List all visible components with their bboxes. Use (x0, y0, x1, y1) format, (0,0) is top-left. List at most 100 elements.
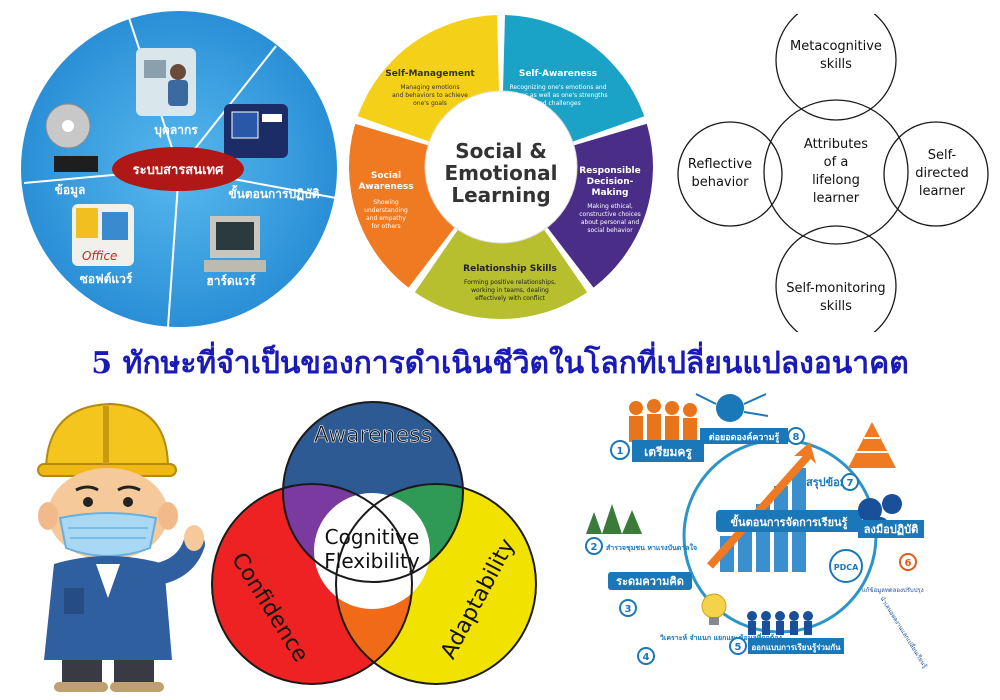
venn-center-line-2: Flexibility (324, 549, 420, 573)
svg-text:and behaviors to achieve: and behaviors to achieve (392, 92, 468, 99)
svg-text:constructive choices: constructive choices (579, 211, 641, 218)
venn-center-line-1: Cognitive (325, 525, 420, 549)
sel-center-line-2: Emotional (445, 161, 558, 185)
step-8-extend-knowledge: ต่อยอดองค์ความรู้ 8 (695, 393, 805, 445)
office-box-label: Office (82, 249, 117, 263)
segment-label-software: ซอฟต์แวร์ (80, 272, 133, 286)
lifelong-right-line-3: learner (919, 184, 966, 199)
step-1-prepare-teachers: 1 เตรียมครู (610, 399, 704, 462)
lifelong-bottom-line-1: Self-monitoring (786, 281, 885, 296)
svg-text:8: 8 (793, 432, 800, 443)
svg-text:one's goals: one's goals (413, 100, 447, 107)
svg-text:effectively with conflict: effectively with conflict (475, 295, 545, 302)
lifelong-left-line-2: behavior (691, 175, 749, 190)
lifelong-right-line-2: directed (915, 166, 968, 181)
lightbulb-icon (701, 593, 727, 619)
svg-text:Showing: Showing (373, 199, 399, 206)
sel-segment-responsible-decision-making (547, 123, 653, 288)
info-system-diagram: Office ระบบสารสนเทศ บุคลากร ขั้นตอนการปฏ… (21, 11, 337, 328)
svg-text:Responsible: Responsible (579, 166, 641, 176)
svg-text:ลงมือปฏิบัติ: ลงมือปฏิบัติ (864, 523, 918, 536)
side-note-1: แก้ข้อมูลทดลองปรับปรุง (862, 587, 924, 594)
svg-text:2: 2 (591, 542, 598, 553)
lifelong-center-circle (763, 99, 909, 245)
segment-label-data: ข้อมูล (55, 183, 86, 198)
lifelong-right-circle (883, 121, 989, 227)
svg-text:1: 1 (617, 446, 624, 457)
sel-social-awareness: Social Awareness Showing understanding a… (358, 171, 413, 230)
sel-segment-social-awareness (349, 123, 455, 288)
step-7-summarize: สรุปข้อมูล 7 (806, 422, 896, 491)
data-photo (45, 103, 98, 172)
step-5-co-design: 5 ออกแบบการเรียนรู้ร่วมกัน (729, 611, 844, 655)
page-headline: 5 ทักษะที่จำเป็นของการดำเนินชีวิตในโลกที… (91, 346, 909, 381)
venn-center-circle (314, 493, 430, 609)
sel-segment-self-management (357, 15, 500, 142)
svg-text:Forming positive relationships: Forming positive relationships, (464, 279, 556, 286)
svg-text:Relationship Skills: Relationship Skills (463, 264, 557, 274)
venn-awareness-label: Awareness (314, 423, 432, 448)
step-4-analyze: 4 วิเคราะห์ จำแนก แยกแยะข้อมูลที่ถูกต้อง (637, 593, 783, 665)
svg-text:5: 5 (735, 642, 742, 653)
svg-text:วิเคราะห์ จำแนก แยกแยะข้อมูลที: วิเคราะห์ จำแนก แยกแยะข้อมูลที่ถูกต้อง (659, 632, 783, 643)
lifelong-top-line-1: Metacognitive (790, 39, 882, 54)
segment-label-personnel: บุคลากร (154, 123, 198, 138)
svg-text:for others: for others (371, 223, 400, 230)
brain-idea-icon (716, 394, 744, 422)
segment-label-procedure: ขั้นตอนการปฏิบัติ (228, 184, 319, 201)
svg-text:เตรียมครู: เตรียมครู (644, 445, 692, 460)
lifelong-bottom-circle (775, 225, 897, 332)
svg-text:Self-Awareness: Self-Awareness (519, 69, 597, 79)
staff-photo (136, 48, 196, 116)
lifelong-center-line-4: learner (813, 191, 860, 206)
info-system-center (112, 147, 244, 191)
svg-text:ระดมความคิด: ระดมความคิด (616, 575, 684, 588)
sel-segment-self-awareness (502, 15, 645, 142)
growth-bar-chart-icon (707, 442, 816, 572)
svg-text:Decision-: Decision- (587, 177, 634, 187)
svg-text:values as well as one's streng: values as well as one's strengths (509, 92, 608, 99)
side-note-2: นำเสนอผลงานแลกเปลี่ยนเรียนรู้ (878, 595, 929, 670)
lifelong-top-line-2: skills (820, 57, 852, 72)
svg-text:Awareness: Awareness (358, 182, 413, 192)
step-2-community-survey: 2 สำรวจชุมชน หาแรงบันดาลใจ (585, 504, 697, 555)
svg-text:and challenges: and challenges (535, 100, 580, 107)
svg-text:about personal and: about personal and (581, 219, 640, 226)
software-photo: Office (72, 204, 134, 266)
svg-text:3: 3 (625, 604, 632, 615)
svg-text:7: 7 (847, 478, 854, 489)
svg-text:working in teams, dealing: working in teams, dealing (471, 287, 549, 294)
lifelong-learner-diagram: Metacognitive skills Reflective behavior… (677, 14, 989, 332)
sel-wheel-diagram: Social & Emotional Learning Self-Awarene… (349, 15, 653, 319)
lifelong-top-circle (775, 14, 897, 121)
learning-process-center-label: ขั้นตอนการจัดการเรียนรู้ (731, 514, 848, 530)
sel-center-line-1: Social & (455, 139, 547, 163)
sel-center-line-3: Learning (451, 183, 550, 207)
svg-text:understanding: understanding (364, 207, 408, 214)
svg-text:Self-Management: Self-Management (385, 69, 475, 79)
svg-text:and empathy: and empathy (366, 215, 406, 222)
svg-text:Recognizing one's emotions and: Recognizing one's emotions and (509, 84, 606, 91)
pdca-label: PDCA (834, 563, 859, 572)
lifelong-bottom-line-2: skills (820, 299, 852, 314)
lifelong-center-line-3: lifelong (812, 173, 860, 188)
procedure-photo (224, 104, 288, 158)
pyramid-icon (848, 422, 896, 468)
svg-text:4: 4 (643, 652, 650, 663)
lifelong-center-line-1: Attributes (804, 137, 868, 152)
svg-text:สำรวจชุมชน หาแรงบันดาลใจ: สำรวจชุมชน หาแรงบันดาลใจ (606, 543, 697, 552)
svg-text:ออกแบบการเรียนรู้ร่วมกัน: ออกแบบการเรียนรู้ร่วมกัน (751, 642, 841, 653)
sel-segment-relationship-skills (414, 229, 588, 319)
svg-text:Making: Making (592, 188, 629, 198)
step-3-brainstorm: ระดมความคิด 3 (608, 572, 692, 617)
lifelong-left-circle (677, 121, 783, 227)
hardware-photo (204, 216, 266, 272)
svg-text:Managing emotions: Managing emotions (400, 84, 459, 91)
lifelong-right-line-1: Self- (928, 148, 957, 163)
svg-text:6: 6 (905, 558, 912, 569)
segment-label-hardware: ฮาร์ดแวร์ (206, 274, 256, 288)
face-mask-icon (58, 512, 158, 557)
sel-self-management: Self-Management Managing emotions and be… (385, 69, 475, 107)
cognitive-flexibility-venn: Awareness Cognitive Flexibility Confiden… (211, 401, 537, 685)
info-system-center-label: ระบบสารสนเทศ (133, 163, 225, 178)
